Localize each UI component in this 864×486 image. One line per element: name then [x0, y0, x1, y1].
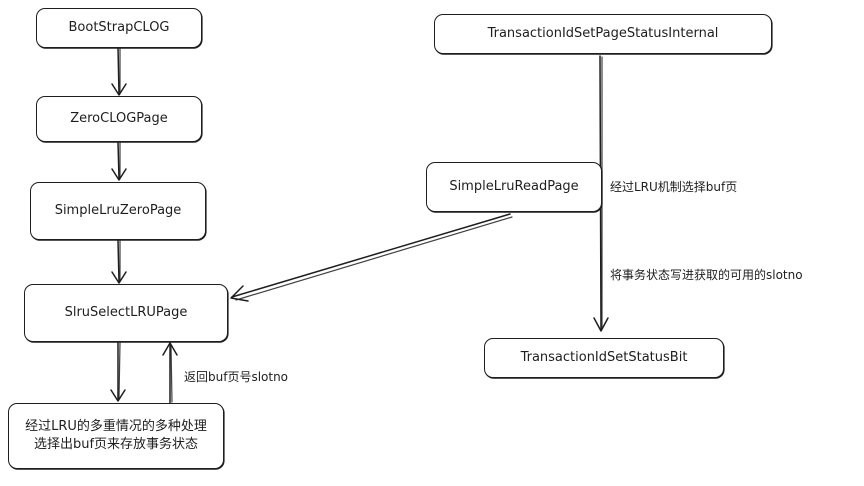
arrow-slruselect-to-description [110, 341, 126, 402]
arrow-simplelruzero-to-slruselect [111, 239, 127, 284]
node-label: TransactionIdSetPageStatusInternal [487, 26, 719, 42]
node-label: SlruSelectLRUPage [64, 305, 188, 321]
arrow-description-to-slruselect [162, 342, 178, 404]
node-bootstrapclog: BootStrapCLOG [36, 8, 202, 48]
arrow-zeroclog-to-simplelruzero [111, 141, 127, 181]
node-slruselectlrupage: SlruSelectLRUPage [24, 284, 228, 342]
node-label: SimpleLruReadPage [449, 179, 579, 195]
node-label: ZeroCLOGPage [70, 111, 168, 127]
node-transactionidsetstatusbit: TransactionIdSetStatusBit [484, 338, 724, 378]
node-zeroclogpage: ZeroCLOGPage [36, 96, 202, 142]
node-label: TransactionIdSetStatusBit [520, 350, 688, 366]
node-lru-description: 经过LRU的多重情况的多种处理选择出buf页来存放事务状态 [8, 403, 224, 469]
node-simplelruzeropage: SimpleLruZeroPage [30, 182, 206, 240]
arrow-simplelruread-to-slruselect [230, 213, 513, 302]
node-transactionidsetpagestatusinternal: TransactionIdSetPageStatusInternal [434, 14, 772, 54]
node-label: SimpleLruZeroPage [54, 203, 182, 219]
node-label: 经过LRU的多重情况的多种处理选择出buf页来存放事务状态 [25, 419, 207, 452]
node-label: BootStrapCLOG [68, 20, 170, 36]
node-simplelrureadpage: SimpleLruReadPage [426, 162, 602, 212]
arrow-bootstrap-to-zeroclog [111, 46, 127, 96]
edge-label-return-slotno: 返回buf页号slotno [184, 370, 289, 384]
edge-label-write-status: 将事务状态写进获取的可用的slotno [610, 268, 803, 282]
edge-label-lru-select-buf: 经过LRU机制选择buf页 [610, 180, 738, 194]
